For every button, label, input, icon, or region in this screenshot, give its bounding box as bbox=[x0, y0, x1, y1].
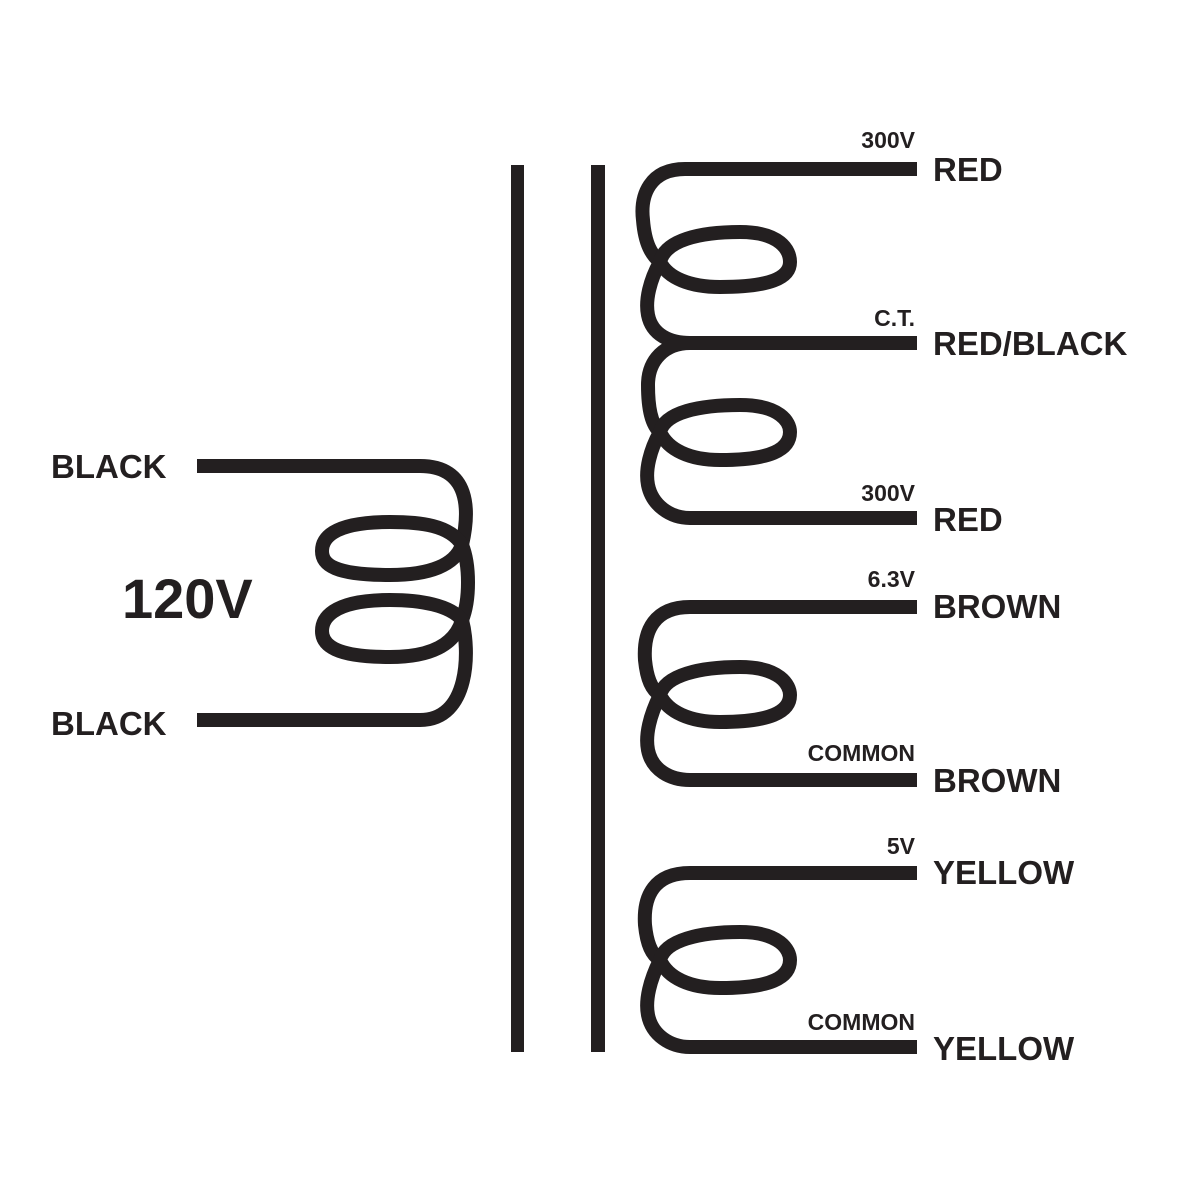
primary-lead-top-label: BLACK bbox=[51, 448, 167, 485]
rectifier-secondary-winding bbox=[637, 866, 917, 1054]
heater-secondary-winding bbox=[637, 600, 917, 787]
hv-bottom-voltage-label: 300V bbox=[861, 480, 915, 506]
rectifier-common-voltage-label: COMMON bbox=[807, 1009, 915, 1035]
primary-voltage-label: 120V bbox=[122, 567, 253, 630]
heater-top-voltage-label: 6.3V bbox=[867, 566, 915, 592]
core-bar-right bbox=[591, 165, 605, 1052]
hv-secondary-winding bbox=[635, 162, 917, 525]
rectifier-common-wire-label: YELLOW bbox=[933, 1030, 1075, 1067]
hv-top-voltage-label: 300V bbox=[861, 127, 915, 153]
hv-ct-wire-label: RED/BLACK bbox=[933, 325, 1128, 362]
rectifier-top-voltage-label: 5V bbox=[886, 833, 915, 859]
primary-winding bbox=[197, 459, 475, 727]
heater-common-wire-label: BROWN bbox=[933, 762, 1062, 799]
hv-ct-voltage-label: C.T. bbox=[874, 305, 915, 331]
hv-bottom-wire-label: RED bbox=[933, 501, 1003, 538]
primary-lead-bottom-label: BLACK bbox=[51, 705, 167, 742]
heater-common-voltage-label: COMMON bbox=[807, 740, 915, 766]
hv-top-wire-label: RED bbox=[933, 151, 1003, 188]
rectifier-top-wire-label: YELLOW bbox=[933, 854, 1075, 891]
heater-top-wire-label: BROWN bbox=[933, 588, 1062, 625]
core-bar-left bbox=[511, 165, 524, 1052]
